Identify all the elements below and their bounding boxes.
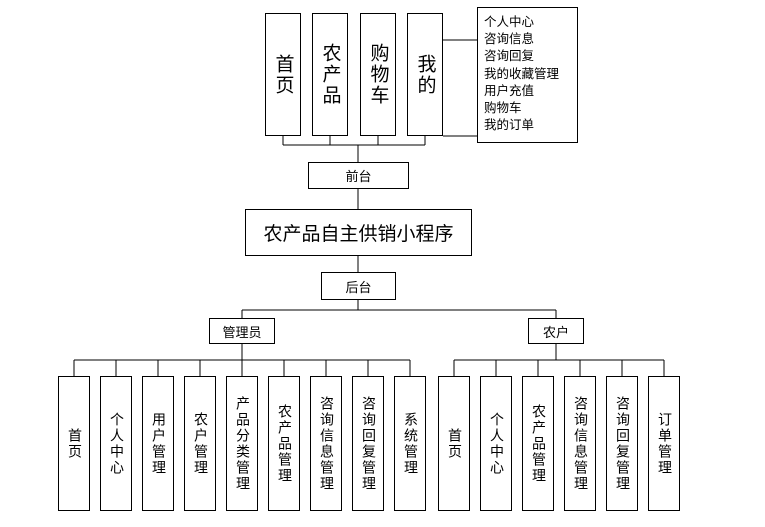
farmer-node: 农户: [528, 318, 584, 344]
admin-module-inquiries: 咨询信息管理: [310, 376, 342, 511]
my-menu-item: 个人中心: [484, 14, 535, 29]
tab-products: 农产品: [312, 13, 348, 136]
admin-module-profile: 个人中心: [100, 376, 132, 511]
admin-module-farmers: 农户管理: [184, 376, 216, 511]
my-menu-item: 咨询回复: [484, 48, 535, 64]
admin-module-system: 系统管理: [394, 376, 426, 511]
farmer-module-inquiries: 咨询信息管理: [564, 376, 596, 511]
system-title: 农产品自主供销小程序: [245, 209, 472, 256]
tab-home: 首页: [265, 13, 301, 136]
admin-node: 管理员: [209, 318, 275, 344]
my-menu-item: 我的收藏管理: [484, 65, 560, 81]
front-node: 前台: [308, 162, 409, 189]
my-menu-item: 咨询信息: [484, 31, 535, 47]
admin-module-categories: 产品分类管理: [226, 376, 258, 511]
tab-mine: 我的: [407, 13, 443, 136]
back-node: 后台: [321, 272, 396, 300]
my-menu-item: 我的订单: [484, 117, 535, 133]
my-menu-item: 购物车: [484, 100, 522, 116]
farmer-module-replies: 咨询回复管理: [606, 376, 638, 511]
tab-cart: 购物车: [360, 13, 396, 136]
admin-module-replies: 咨询回复管理: [352, 376, 384, 511]
admin-module-home: 首页: [58, 376, 90, 511]
admin-module-products: 农产品管理: [268, 376, 300, 511]
farmer-module-products: 农产品管理: [522, 376, 554, 511]
farmer-module-profile: 个人中心: [480, 376, 512, 511]
farmer-module-home: 首页: [438, 376, 470, 511]
my-menu-list: 个人中心 咨询信息 咨询回复 我的收藏管理 用户充值 购物车 我的订单: [477, 7, 578, 143]
farmer-module-orders: 订单管理: [648, 376, 680, 511]
admin-module-users: 用户管理: [142, 376, 174, 511]
my-menu-item: 用户充值: [484, 82, 535, 98]
